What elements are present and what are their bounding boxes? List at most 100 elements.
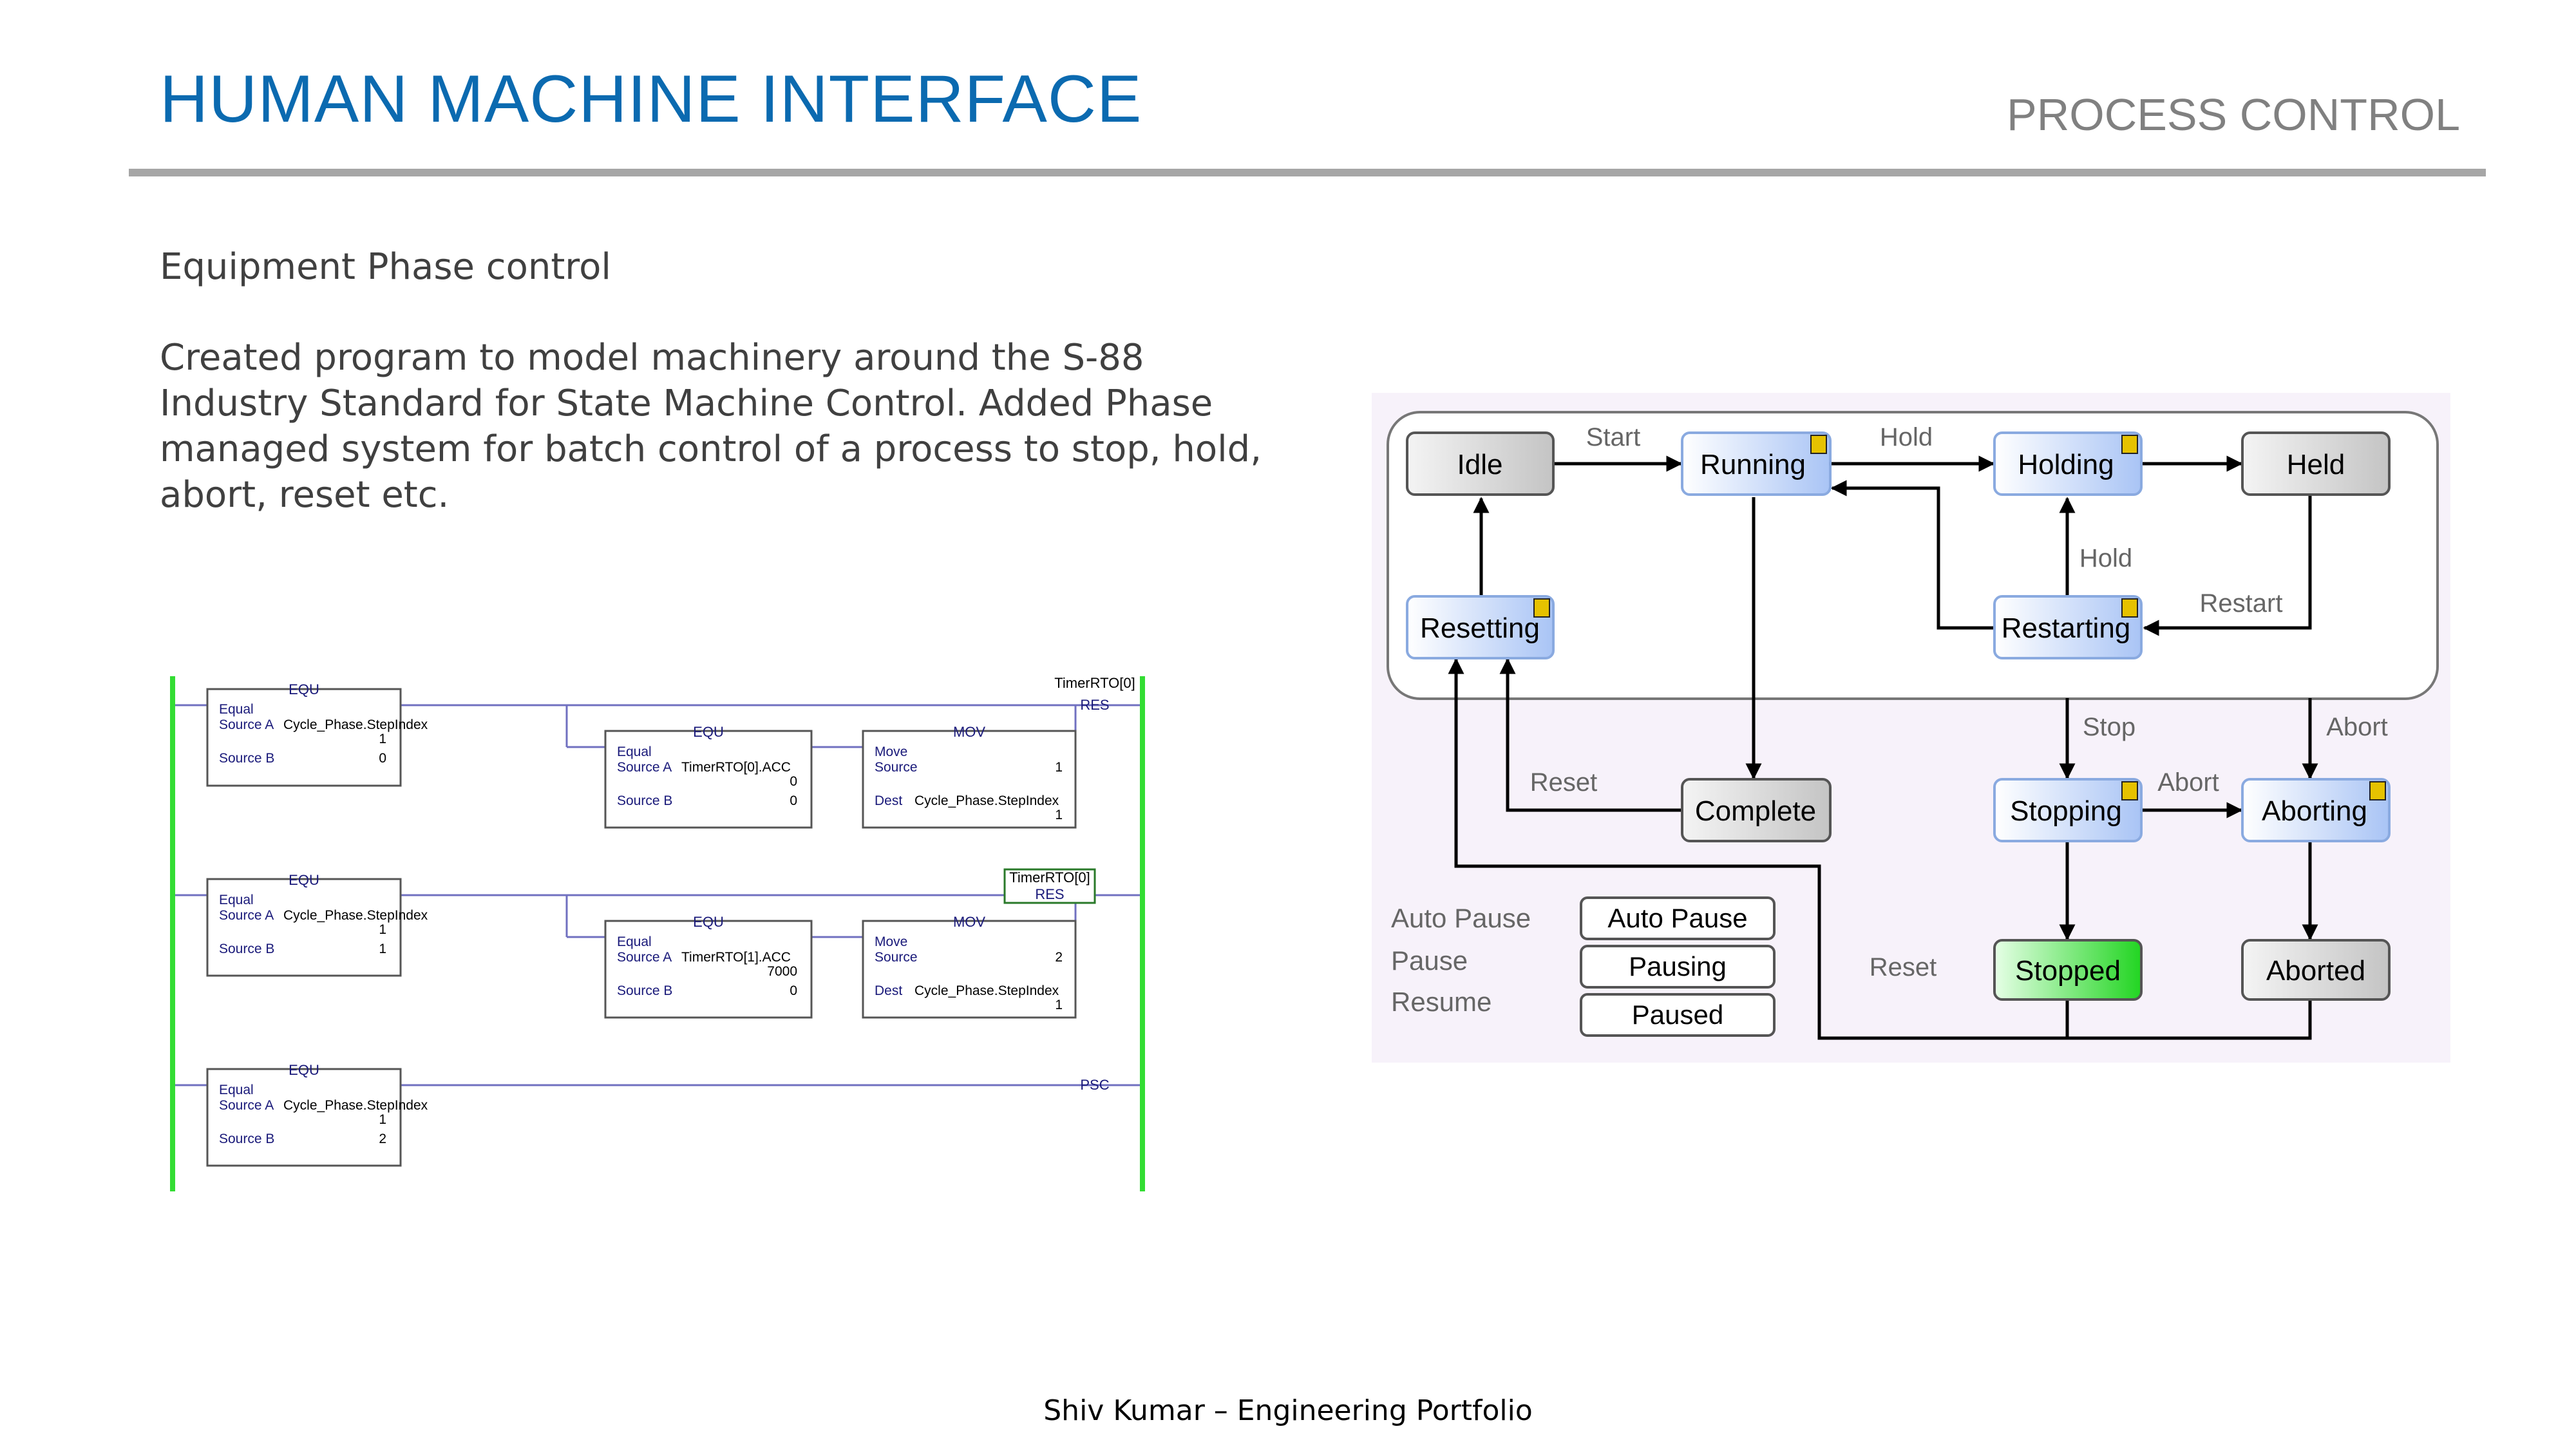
coil-highlight: [1003, 868, 1096, 904]
coil-label: RES: [1035, 886, 1064, 902]
coil-tag: TimerRTO[0]: [1009, 869, 1090, 886]
svg-text:Held: Held: [2287, 449, 2345, 480]
source-label: Source: [875, 950, 918, 965]
phase-logic-icon: [2121, 781, 2138, 800]
state-aborted[interactable]: Aborted: [2241, 939, 2391, 1001]
ladder-diagram: EQU Equal Source A Cycle_Phase.StepIndex…: [170, 675, 1145, 1191]
transition-restart: Restart: [2200, 589, 2283, 618]
equ-block[interactable]: [206, 1068, 402, 1167]
state-paused[interactable]: Paused: [1580, 993, 1776, 1037]
state-complete[interactable]: Complete: [1681, 778, 1832, 842]
source-a-tag: Cycle_Phase.StepIndex: [283, 717, 428, 732]
description: Created program to model machinery aroun…: [160, 337, 1262, 516]
dest-tag: Cycle_Phase.StepIndex: [914, 793, 1059, 808]
state-pausing[interactable]: Pausing: [1580, 945, 1776, 989]
transition-stop: Stop: [2083, 713, 2136, 741]
left-power-rail: [170, 676, 175, 1191]
instruction-name: Equal: [219, 893, 254, 907]
dest-tag: Cycle_Phase.StepIndex: [914, 983, 1059, 998]
legend-resume: Resume: [1391, 987, 1492, 1017]
coil-tag: TimerRTO[0]: [1054, 675, 1135, 691]
transition-reset: Reset: [1530, 768, 1598, 797]
equ-label: EQU: [693, 914, 724, 930]
equ-label: EQU: [693, 724, 724, 740]
equ-block[interactable]: [206, 878, 402, 977]
right-power-rail: [1140, 676, 1145, 1191]
state-aborting[interactable]: Aborting: [2241, 778, 2391, 842]
footer: Shiv Kumar – Engineering Portfolio: [1043, 1394, 1533, 1427]
source-a-label: Source A: [219, 1098, 274, 1113]
equ-block[interactable]: [604, 920, 813, 1019]
phase-logic-icon: [1810, 435, 1827, 454]
page-title: HUMAN MACHINE INTERFACE: [160, 62, 1142, 137]
source-a-value: 7000: [767, 964, 797, 979]
state-stopped[interactable]: Stopped: [1993, 939, 2143, 1001]
source-a-value: 1: [379, 732, 386, 746]
dest-value: 1: [1055, 808, 1063, 822]
state-auto-pause[interactable]: Auto Pause: [1580, 896, 1776, 940]
source-value: 1: [1055, 760, 1063, 775]
subtitle: Equipment Phase control: [160, 246, 611, 288]
source-a-label: Source A: [219, 717, 274, 732]
instruction-name: Equal: [617, 744, 652, 759]
phase-logic-icon: [2121, 435, 2138, 454]
source-a-tag: Cycle_Phase.StepIndex: [283, 1098, 428, 1113]
equ-block[interactable]: [206, 688, 402, 787]
mov-block[interactable]: [862, 730, 1077, 829]
dest-value: 1: [1055, 998, 1063, 1012]
transition-abort-2: Abort: [2157, 768, 2219, 797]
mov-block[interactable]: [862, 920, 1077, 1019]
source-a-label: Source A: [219, 908, 274, 923]
state-holding[interactable]: Holding: [1993, 431, 2143, 496]
state-resetting[interactable]: Resetting: [1406, 595, 1555, 659]
svg-text:Idle: Idle: [1457, 449, 1503, 480]
svg-text:Restarting: Restarting: [2002, 612, 2131, 644]
svg-text:Stopped: Stopped: [2015, 955, 2121, 987]
state-restarting[interactable]: Restarting: [1993, 595, 2143, 659]
transition-abort: Abort: [2326, 713, 2388, 741]
source-b-value: 0: [790, 983, 797, 998]
instruction-name: Equal: [219, 702, 254, 717]
rung-3[interactable]: EQU Equal Source A Cycle_Phase.StepIndex…: [175, 1062, 1140, 1167]
source-label: Source: [875, 760, 918, 775]
source-b-label: Source B: [219, 942, 274, 956]
source-b-value: 0: [379, 751, 386, 766]
source-b-value: 2: [379, 1132, 386, 1146]
svg-text:Auto Pause: Auto Pause: [1607, 903, 1747, 933]
source-a-tag: Cycle_Phase.StepIndex: [283, 908, 428, 923]
rung-2[interactable]: EQU Equal Source A Cycle_Phase.StepIndex…: [175, 868, 1140, 1019]
state-stopping[interactable]: Stopping: [1993, 778, 2143, 842]
mov-label: MOV: [953, 914, 985, 930]
phase-logic-icon: [1533, 598, 1550, 618]
phase-logic-icon: [2121, 598, 2138, 618]
svg-text:Holding: Holding: [2018, 449, 2114, 480]
transition-hold: Hold: [1880, 423, 1933, 451]
rung-1[interactable]: EQU Equal Source A Cycle_Phase.StepIndex…: [175, 675, 1140, 829]
svg-text:Stopping: Stopping: [2010, 795, 2122, 827]
source-a-tag: TimerRTO[0].ACC: [681, 760, 791, 775]
source-a-tag: TimerRTO[1].ACC: [681, 950, 791, 965]
source-a-value: 0: [790, 774, 797, 789]
equ-label: EQU: [289, 1062, 319, 1078]
phase-logic-icon: [2369, 781, 2386, 800]
source-b-label: Source B: [617, 793, 672, 808]
transition-start: Start: [1586, 423, 1640, 451]
state-held[interactable]: Held: [2241, 431, 2391, 496]
dest-label: Dest: [875, 983, 902, 998]
source-b-label: Source B: [219, 751, 274, 766]
legend-auto-pause: Auto Pause: [1391, 903, 1531, 933]
equ-block[interactable]: [604, 730, 813, 829]
dest-label: Dest: [875, 793, 902, 808]
source-b-value: 0: [790, 793, 797, 808]
mov-label: MOV: [953, 724, 985, 740]
source-a-value: 1: [379, 1112, 386, 1127]
equ-label: EQU: [289, 681, 319, 697]
source-b-label: Source B: [219, 1132, 274, 1146]
source-a-value: 1: [379, 922, 386, 937]
state-running[interactable]: Running: [1681, 431, 1832, 496]
state-idle[interactable]: Idle: [1406, 431, 1555, 496]
instruction-name: Equal: [617, 934, 652, 949]
section-title: PROCESS CONTROL: [2007, 90, 2460, 140]
transition-hold-2: Hold: [2079, 544, 2132, 573]
svg-text:Resetting: Resetting: [1420, 612, 1540, 644]
